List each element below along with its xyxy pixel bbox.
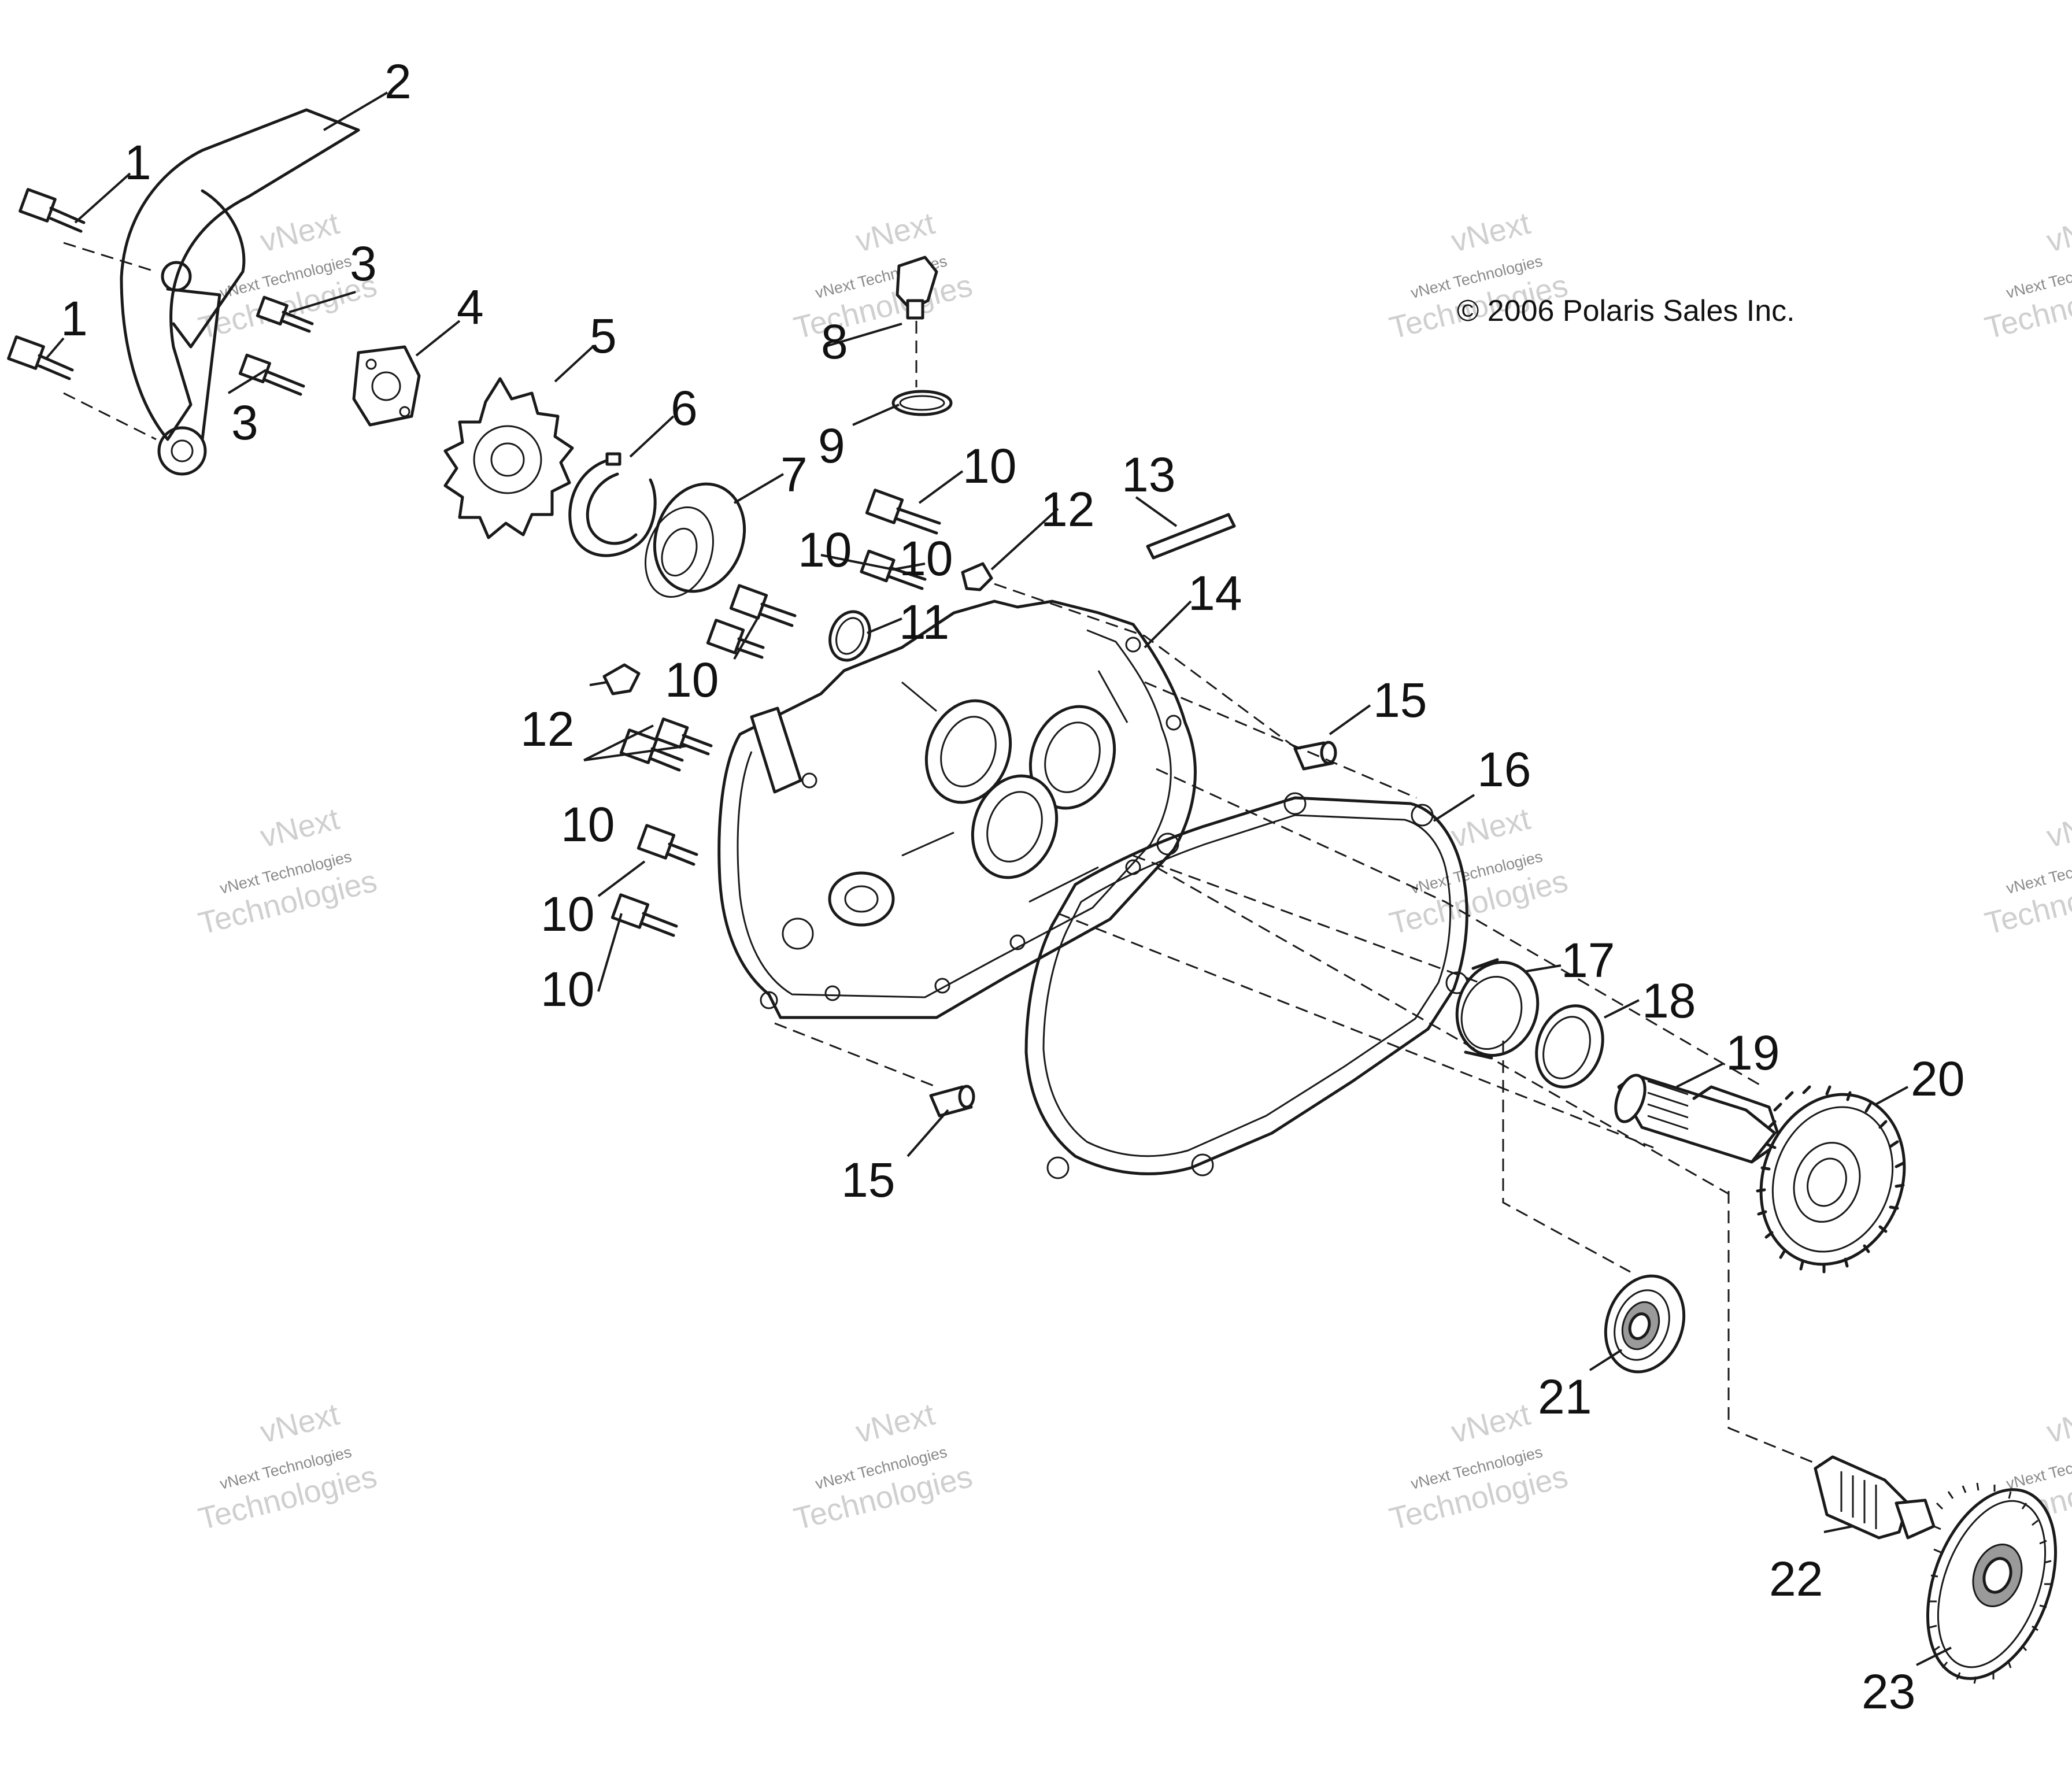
- svg-text:vNext: vNext: [2043, 206, 2072, 259]
- callout-1: 1: [124, 135, 151, 190]
- watermark: vNext vNext Technologies Technologies: [1981, 801, 2072, 941]
- bolt-part: [18, 188, 86, 233]
- callout-10: 10: [541, 887, 594, 941]
- svg-text:vNext: vNext: [1448, 1397, 1533, 1450]
- ring-gear-part: [1926, 1482, 2058, 1684]
- pinion-shaft-part: [1814, 1455, 1936, 1540]
- svg-text:vNext: vNext: [257, 801, 342, 854]
- case-bolt-part: [865, 489, 941, 535]
- case-bolt-part: [654, 717, 713, 756]
- watermark: vNext vNext Technologies Technologies: [195, 801, 380, 941]
- copyright-notice: © 2006 Polaris Sales Inc.: [1457, 294, 1795, 328]
- callout-8: 8: [821, 314, 848, 369]
- bolt-part: [238, 353, 305, 396]
- seal-ring-part: [1535, 1004, 1604, 1089]
- sensor-part: [896, 256, 938, 320]
- callout-1: 1: [61, 291, 88, 346]
- callout-17: 17: [1561, 933, 1615, 987]
- alignment-lines: [63, 242, 1822, 1467]
- o-ring-part: [891, 390, 953, 416]
- watermark: vNext vNext Technologies Technologies: [1386, 801, 1571, 941]
- svg-text:vNext: vNext: [2043, 1397, 2072, 1450]
- callout-10: 10: [963, 439, 1016, 493]
- watermark: vNext vNext Technologies Technologies: [1981, 206, 2072, 346]
- dowel-rod-part: [1146, 513, 1236, 560]
- callout-labels: 1 1 2 3 3 4 5 6 7 8 9 10 10 10 10 10 10 …: [61, 54, 1964, 1719]
- svg-text:vNext: vNext: [257, 206, 342, 259]
- case-bolt-part: [729, 584, 797, 627]
- callout-5: 5: [590, 309, 617, 363]
- sprocket-guard-part: [120, 108, 360, 476]
- gasket-part: [1024, 792, 1468, 1179]
- callout-12: 12: [1041, 482, 1094, 536]
- callout-23: 23: [1862, 1664, 1915, 1719]
- svg-text:vNext: vNext: [257, 1397, 342, 1450]
- bolt-part: [7, 335, 74, 380]
- callout-9: 9: [818, 419, 845, 473]
- callout-2: 2: [384, 54, 412, 109]
- dowel-pin-part: [1293, 741, 1337, 771]
- watermark: vNext vNext Technologies Technologies: [195, 1397, 380, 1537]
- callout-12: 12: [520, 702, 574, 756]
- callout-6: 6: [671, 381, 698, 435]
- svg-text:vNext: vNext: [1448, 801, 1533, 854]
- callout-11: 11: [899, 595, 949, 649]
- bearing-part: [1604, 1274, 1686, 1374]
- plug-part: [602, 663, 641, 695]
- dowel-pin-part: [929, 1085, 975, 1118]
- callout-15: 15: [841, 1153, 895, 1207]
- bolt-part: [256, 295, 314, 333]
- callout-13: 13: [1122, 447, 1175, 502]
- callout-4: 4: [457, 280, 484, 334]
- callout-22: 22: [1769, 1552, 1823, 1606]
- callout-3: 3: [350, 236, 377, 291]
- case-bolt-part: [706, 619, 765, 659]
- callout-10: 10: [798, 523, 852, 577]
- callout-3: 3: [231, 395, 258, 450]
- circlip-part: [568, 452, 657, 557]
- seal-bearing-part: [645, 482, 746, 598]
- callout-16: 16: [1477, 742, 1531, 797]
- callout-10: 10: [899, 531, 953, 586]
- shaft-sleeve-part: [1614, 1074, 1782, 1164]
- small-o-ring-part: [828, 610, 871, 662]
- svg-text:vNext: vNext: [2043, 801, 2072, 854]
- retaining-plate-part: [352, 345, 421, 427]
- leader-lines: [45, 91, 1952, 1666]
- callout-21: 21: [1538, 1370, 1592, 1424]
- case-bolt-part: [637, 824, 698, 866]
- callout-10: 10: [561, 797, 615, 852]
- gearcase-housing-part: [717, 600, 1197, 1019]
- svg-text:vNext: vNext: [1448, 206, 1533, 259]
- watermark: vNext vNext Technologies Technologies: [790, 206, 975, 346]
- drive-sprocket-part: [443, 377, 574, 539]
- callout-7: 7: [780, 447, 808, 502]
- svg-text:vNext: vNext: [852, 1397, 938, 1450]
- callout-18: 18: [1642, 974, 1696, 1028]
- plug-part: [961, 562, 993, 591]
- watermark: vNext vNext Technologies Technologies: [790, 1397, 975, 1537]
- callout-10: 10: [665, 653, 719, 707]
- callout-19: 19: [1726, 1026, 1779, 1080]
- large-gear-part: [1756, 1085, 1906, 1274]
- case-bolt-part: [610, 893, 678, 937]
- svg-text:vNext: vNext: [852, 206, 938, 259]
- callout-10: 10: [541, 962, 594, 1016]
- callout-15: 15: [1373, 673, 1427, 727]
- callout-14: 14: [1188, 566, 1242, 620]
- callout-20: 20: [1911, 1052, 1964, 1106]
